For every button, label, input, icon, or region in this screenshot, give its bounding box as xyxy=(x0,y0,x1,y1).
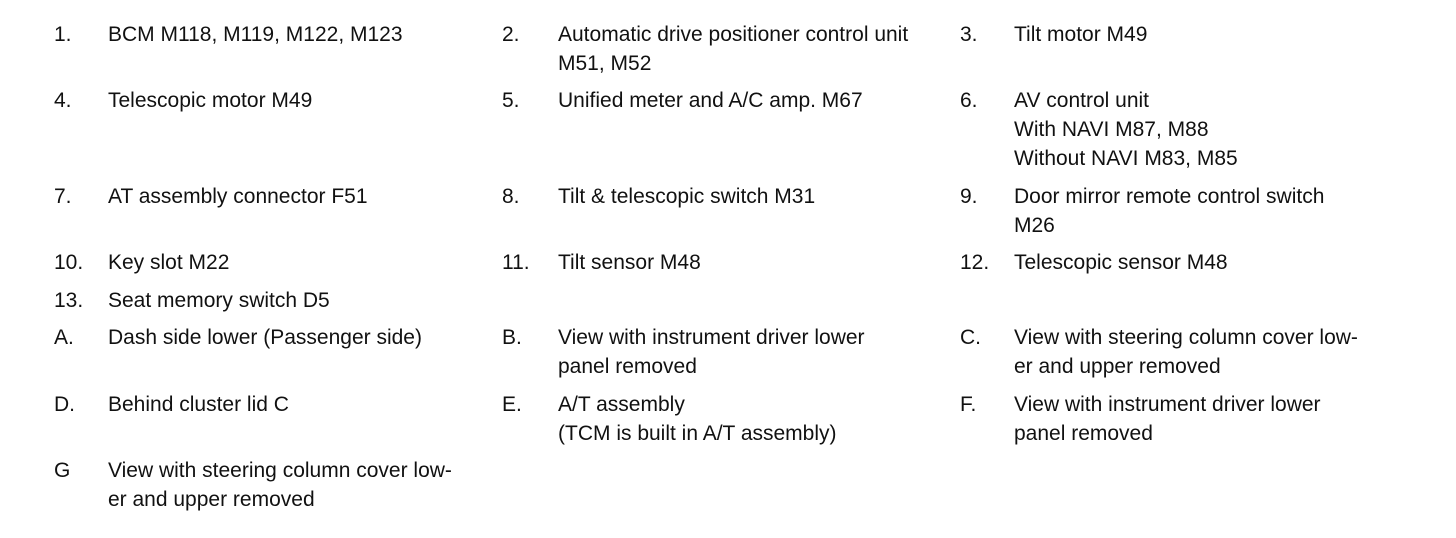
item-number: 12. xyxy=(960,251,990,274)
item-letter: G xyxy=(54,459,71,482)
item-description: Door mirror remote control switch M26 xyxy=(1014,185,1325,237)
item-description: Telescopic sensor M48 xyxy=(1014,251,1228,274)
item-number: 11. xyxy=(502,251,530,274)
item-number: 4. xyxy=(54,89,72,112)
item-description: View with instrument driver lower panel … xyxy=(558,326,865,378)
item-description: Seat memory switch D5 xyxy=(108,289,330,312)
item-description: Dash side lower (Passenger side) xyxy=(108,326,422,349)
item-number: 9. xyxy=(960,185,978,208)
item-number: 5. xyxy=(502,89,520,112)
item-number: 6. xyxy=(960,89,978,112)
item-number: 3. xyxy=(960,23,978,46)
item-letter: F. xyxy=(960,393,977,416)
item-description: Telescopic motor M49 xyxy=(108,89,313,112)
item-description: Behind cluster lid C xyxy=(108,393,289,416)
item-letter: A. xyxy=(54,326,74,349)
item-number: 10. xyxy=(54,251,84,274)
item-description: BCM M118, M119, M122, M123 xyxy=(108,23,403,46)
item-number: 13. xyxy=(54,289,84,312)
item-letter: C. xyxy=(960,326,981,349)
item-description: A/T assembly (TCM is built in A/T assemb… xyxy=(558,393,837,445)
item-description: Automatic drive positioner control unit … xyxy=(558,23,909,75)
item-description: View with steering column cover low- er … xyxy=(108,459,452,511)
item-description: View with steering column cover low- er … xyxy=(1014,326,1358,378)
item-description: AV control unit With NAVI M87, M88 Witho… xyxy=(1014,89,1238,170)
item-description: View with instrument driver lower panel … xyxy=(1014,393,1321,445)
item-description: AT assembly connector F51 xyxy=(108,185,368,208)
item-number: 1. xyxy=(54,23,72,46)
item-description: Tilt sensor M48 xyxy=(558,251,701,274)
item-letter: E. xyxy=(502,393,522,416)
item-description: Tilt & telescopic switch M31 xyxy=(558,185,816,208)
item-letter: B. xyxy=(502,326,522,349)
item-description: Tilt motor M49 xyxy=(1014,23,1148,46)
item-description: Key slot M22 xyxy=(108,251,230,274)
item-letter: D. xyxy=(54,393,75,416)
item-description: Unified meter and A/C amp. M67 xyxy=(558,89,863,112)
item-number: 2. xyxy=(502,23,520,46)
item-number: 8. xyxy=(502,185,520,208)
item-number: 7. xyxy=(54,185,72,208)
